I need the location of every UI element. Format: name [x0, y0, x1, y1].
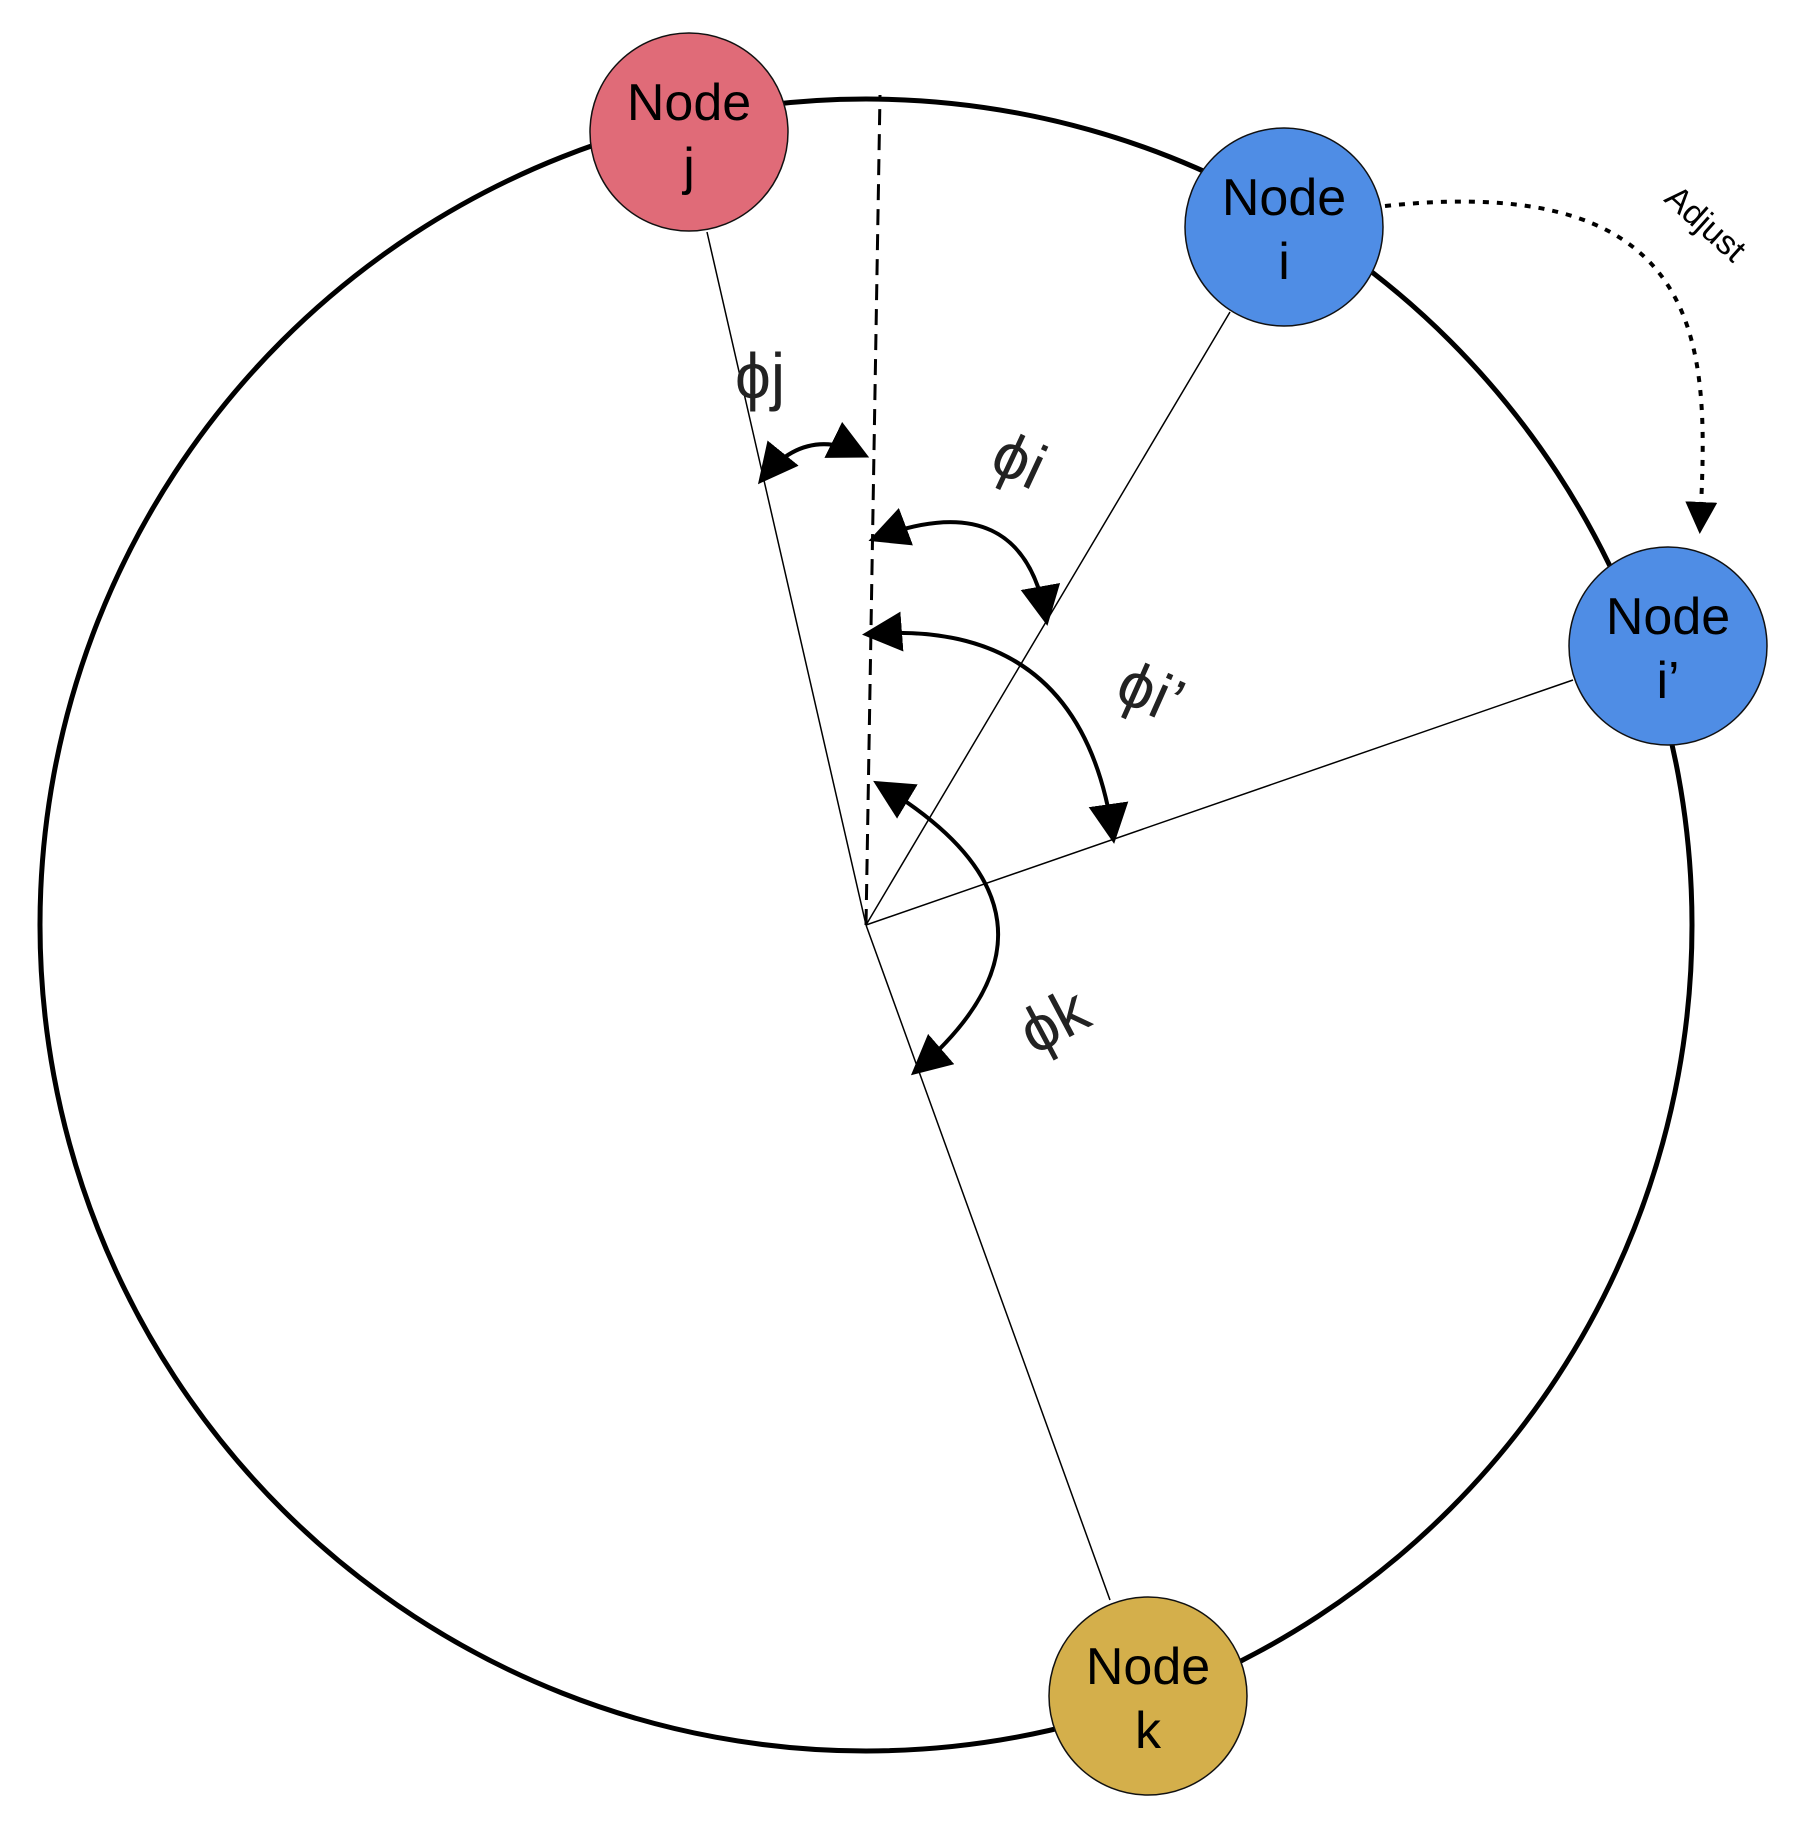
node-i-prime-id: i’ [1656, 652, 1679, 710]
phi-j-label: ϕj [735, 340, 785, 412]
phi-i-arc [868, 508, 1061, 626]
node-j-title: Node [627, 74, 751, 132]
phi-i-prime-arc [862, 611, 1129, 844]
phi-i-label: ϕi [981, 417, 1057, 503]
node-k-circle [1048, 1596, 1248, 1796]
phi-k-arc [873, 780, 1000, 1076]
node-i-circle [1184, 127, 1384, 327]
node-j-id: j [681, 138, 695, 196]
radius-line-node-i [865, 311, 1231, 926]
phi-j-arc [757, 421, 870, 485]
adjust-dotted-arrow [1384, 199, 1718, 534]
node-k: Node k [1048, 1596, 1248, 1796]
node-i-id: i [1278, 233, 1290, 291]
node-i-prime-circle [1568, 546, 1768, 746]
phi-i-prime-label: ϕi’ [1107, 646, 1195, 738]
node-i-prime-title: Node [1606, 588, 1730, 646]
radius-line-node-j [706, 231, 867, 926]
node-k-title: Node [1086, 1638, 1210, 1696]
node-j-circle [589, 32, 789, 232]
ring-circle [37, 96, 1695, 1754]
node-k-id: k [1135, 1702, 1162, 1760]
node-j: Node j [589, 32, 789, 232]
adjust-label: Adjust [1658, 178, 1754, 270]
node-i-title: Node [1222, 169, 1346, 227]
radius-line-node-i-prime [865, 679, 1574, 926]
node-i: Node i [1184, 127, 1384, 327]
reference-dashed-line [864, 94, 882, 926]
node-i-prime: Node i’ [1568, 546, 1768, 746]
phi-k-label: ϕk [1007, 972, 1102, 1068]
